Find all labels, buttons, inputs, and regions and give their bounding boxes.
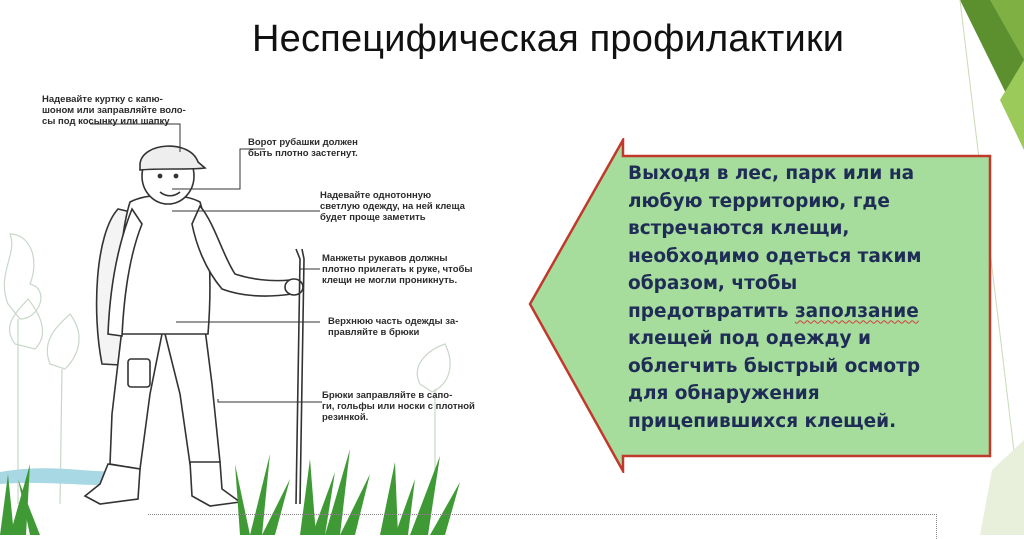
callout-text: Выходя в лес, парк или на любую территор…	[628, 160, 973, 435]
callout-line: клещей под одежду и	[628, 328, 871, 349]
spellcheck-flagged-word[interactable]: заползание	[794, 300, 919, 322]
annotation-jacket: Надевайте куртку с капю- шоном или запра…	[42, 94, 186, 127]
slide-title: Неспецифическая профилактики	[252, 18, 845, 60]
annotation-line: быть плотно застегнут.	[248, 148, 358, 159]
annotation-line: будет проще заметить	[320, 212, 426, 223]
walking-stick	[295, 248, 305, 505]
corner-triangle-mid	[990, 0, 1024, 60]
callout-line: встречаются клещи,	[628, 218, 850, 239]
annotation-line: светлую одежду, на ней клеща	[320, 201, 465, 212]
corner-line	[959, 0, 1024, 535]
annotation-line: ги, гольфы или носки с плотной	[322, 401, 475, 412]
callout-line: облегчить быстрый осмотр	[628, 355, 921, 377]
annotation-leaders	[90, 123, 322, 403]
placeholder-border[interactable]	[148, 514, 937, 539]
annotation-line: Верхнюю часть одежды за-	[328, 316, 459, 327]
annotation-line: шоном или заправляйте воло-	[42, 105, 186, 116]
corner-triangle-bottom	[980, 440, 1024, 535]
callout-line: для обнаружения	[628, 383, 820, 404]
callout-arrow-fill	[528, 138, 992, 473]
annotation-line: клещи не могли проникнуть.	[322, 275, 458, 286]
callout-line-with-flag: предотвратить заползание	[628, 298, 973, 326]
hiker	[83, 145, 304, 507]
annotation-cuffs: Манжеты рукавов должны плотно прилегать …	[322, 253, 473, 286]
grass	[0, 449, 460, 535]
annotation-line: Манжеты рукавов должны	[322, 253, 448, 264]
annotation-line: Надевайте куртку с капю-	[42, 94, 163, 105]
annotation-line: плотно прилегать к руке, чтобы	[322, 264, 473, 275]
annotation-line: Брюки заправляйте в сапо-	[322, 390, 453, 401]
hiker-illustration	[0, 123, 460, 535]
annotation-line: Ворот рубашки должен	[248, 137, 358, 148]
callout-line-start: предотвратить	[628, 300, 795, 322]
annotation-clothes: Надевайте однотонную светлую одежду, на …	[320, 190, 465, 223]
corner-decoration	[959, 0, 1024, 535]
callout-arrow-shape	[528, 138, 992, 473]
callout-line: прицепившихся клещей.	[628, 410, 897, 432]
callout-line: Выходя в лес, парк или на	[628, 163, 915, 184]
callout-line: необходимо одеться таким	[628, 245, 922, 267]
annotation-line: резинкой.	[322, 412, 369, 423]
annotation-line: Надевайте однотонную	[320, 190, 432, 201]
annotation-line: сы под косынку или шапку	[42, 116, 170, 127]
annotation-tuck: Верхнюю часть одежды за- правляйте в брю…	[328, 316, 458, 338]
annotation-line: правляйте в брюки	[328, 327, 420, 338]
annotation-trousers: Брюки заправляйте в сапо- ги, гольфы или…	[322, 390, 475, 423]
corner-triangle-light	[1000, 60, 1024, 150]
callout-line: любую территорию, где	[628, 190, 890, 212]
annotation-collar: Ворот рубашки должен быть плотно застегн…	[248, 137, 358, 159]
callout-line: образом, чтобы	[628, 273, 798, 294]
